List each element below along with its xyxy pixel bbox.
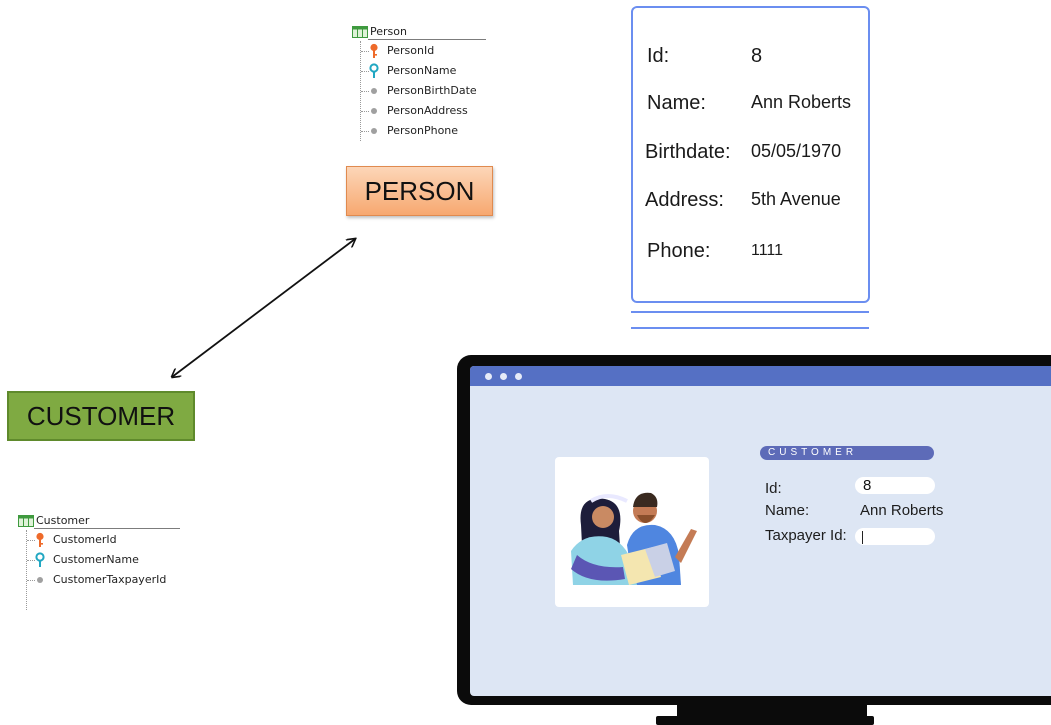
form-header: CUSTOMER — [760, 446, 934, 460]
attribute-label: PersonPhone — [387, 124, 459, 137]
customer-entity-label: CUSTOMER — [26, 400, 176, 431]
attribute-label: CustomerName — [53, 553, 139, 566]
card-value: 8 — [751, 45, 763, 67]
computer-monitor: CUSTOMER Id: 8 Name: Ann Roberts Taxpaye… — [457, 355, 1051, 705]
taxpayer-id-label: Taxpayer Id: — [765, 527, 847, 544]
card-stack-line — [631, 327, 869, 329]
id-field[interactable]: 8 — [855, 477, 935, 494]
monitor-screen: CUSTOMER Id: 8 Name: Ann Roberts Taxpaye… — [470, 366, 1051, 696]
window-dot-icon[interactable] — [515, 373, 522, 380]
attribute-label: PersonName — [387, 64, 457, 77]
window-dot-icon[interactable] — [500, 373, 507, 380]
window-titlebar — [470, 366, 1051, 386]
search-key-icon — [369, 63, 379, 78]
person-entity-label: PERSON — [364, 175, 475, 206]
dot-icon — [37, 577, 43, 583]
name-value: Ann Roberts — [860, 502, 944, 519]
person-record-card: Id: 8 Name: Ann Roberts Birthdate: 05/05… — [631, 6, 870, 303]
window-dot-icon[interactable] — [485, 373, 492, 380]
table-icon — [18, 515, 34, 527]
person-tree-title: Person — [370, 25, 407, 38]
search-key-icon — [35, 552, 45, 567]
dot-icon — [371, 108, 377, 114]
attribute-label: PersonBirthDate — [387, 84, 477, 97]
card-key: Birthdate: — [645, 141, 731, 163]
card-value: 5th Avenue — [751, 189, 841, 209]
name-label: Name: — [765, 502, 810, 519]
card-value: 05/05/1970 — [751, 141, 842, 161]
monitor-stand-base — [656, 716, 874, 725]
card-key: Phone: — [647, 240, 711, 262]
monitor-stand-neck — [677, 705, 867, 719]
card-key: Address: — [645, 189, 724, 211]
card-value: Ann Roberts — [751, 92, 852, 112]
customer-tree-title: Customer — [36, 514, 90, 527]
attribute-label: CustomerTaxpayerId — [53, 573, 167, 586]
table-icon — [352, 26, 368, 38]
attribute-label: PersonAddress — [387, 104, 468, 117]
card-key: Name: — [647, 92, 706, 114]
taxpayer-id-field[interactable] — [855, 528, 935, 545]
dot-icon — [371, 88, 377, 94]
card-key: Id: — [647, 45, 670, 67]
key-icon — [36, 532, 44, 547]
customer-entity-box[interactable]: CUSTOMER — [7, 391, 195, 441]
attribute-label: PersonId — [387, 44, 435, 57]
key-icon — [370, 43, 378, 58]
attribute-label: CustomerId — [53, 533, 117, 546]
card-value: 1111 — [751, 242, 784, 259]
dot-icon — [371, 128, 377, 134]
couple-illustration-icon — [571, 492, 697, 585]
avatar-panel — [555, 457, 709, 607]
card-stack-line — [631, 311, 869, 313]
person-entity-box[interactable]: PERSON — [346, 166, 493, 216]
text-cursor — [862, 530, 863, 544]
id-label: Id: — [765, 480, 782, 497]
